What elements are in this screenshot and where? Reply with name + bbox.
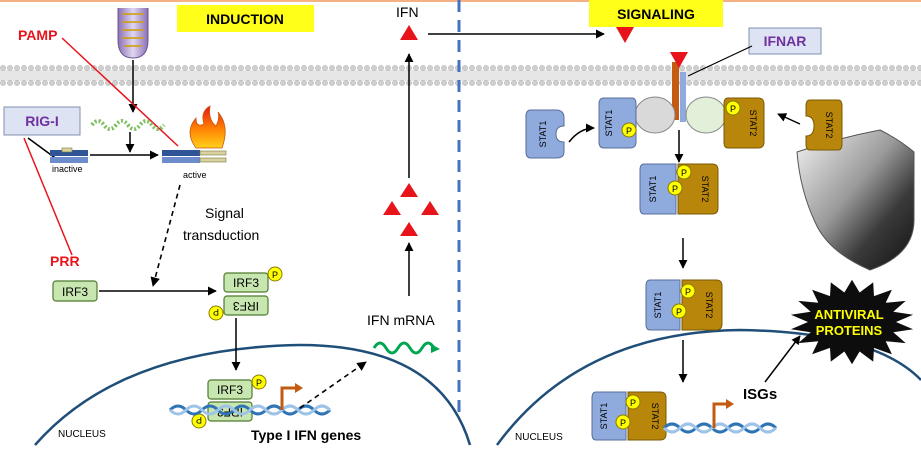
inactive-receptor (50, 147, 88, 163)
svg-text:STAT1: STAT1 (648, 176, 658, 203)
irf3-dimer-cytoplasm: IRF3 IRF3 P P (208, 266, 283, 321)
svg-text:IRF3: IRF3 (233, 276, 259, 290)
stat1-bound: STAT1 P (598, 97, 637, 149)
fire-icon (189, 105, 226, 149)
svg-text:IRF3: IRF3 (217, 383, 243, 397)
svg-text:P: P (620, 418, 626, 428)
ifnar-box (748, 27, 822, 55)
ifn-triangle-icon-bound (616, 27, 634, 43)
svg-text:STAT2: STAT2 (700, 176, 710, 203)
nucleus-right-label: NUCLEUS (515, 432, 563, 443)
stat-dimer-2: STAT1 STAT2 P P (645, 279, 723, 331)
promoter-arrow-icon-left (280, 386, 296, 410)
ifn-mrna-label: IFN mRNA (367, 312, 435, 328)
bacterium-icon (117, 8, 149, 59)
svg-text:STAT2: STAT2 (824, 112, 834, 139)
mrna-icon (372, 341, 436, 355)
signal-label-2: transduction (183, 227, 259, 243)
svg-text:P: P (685, 287, 691, 297)
dna-icon-right (662, 422, 778, 434)
svg-text:P: P (256, 378, 262, 388)
svg-text:P: P (196, 415, 202, 425)
svg-text:IRF3: IRF3 (233, 299, 259, 313)
svg-text:STAT1: STAT1 (599, 403, 609, 430)
svg-text:P: P (630, 398, 636, 408)
signaling-header-box (589, 0, 723, 27)
svg-text:PROTEINS: PROTEINS (816, 323, 883, 338)
svg-text:STAT1: STAT1 (604, 110, 614, 137)
ifn-triangle-icon-cluster (383, 183, 439, 236)
svg-text:STAT2: STAT2 (704, 292, 714, 319)
rig-i-label: RIG-I (25, 113, 58, 129)
stat-dimer-3: STAT1 STAT2 P P (591, 391, 667, 441)
svg-text:P: P (672, 184, 678, 194)
stat1-free: STAT1 (525, 109, 565, 159)
prr-label: PRR (50, 253, 80, 269)
stat2-free: STAT2 (805, 99, 843, 151)
rig-i-box (3, 106, 81, 136)
nucleus-left-label: NUCLEUS (58, 429, 106, 440)
svg-text:ANTIVIRAL: ANTIVIRAL (814, 307, 883, 322)
inactive-label: inactive (52, 164, 83, 174)
irf3-monomer (52, 280, 98, 302)
signal-label-1: Signal (205, 205, 244, 221)
svg-text:P: P (681, 168, 687, 178)
irf3-monomer-label: IRF3 (62, 285, 88, 299)
svg-text:STAT1: STAT1 (538, 121, 548, 148)
induction-header: INDUCTION (206, 11, 284, 27)
pamp-label: PAMP (18, 27, 57, 43)
svg-text:P: P (626, 126, 632, 136)
active-receptor (162, 150, 227, 163)
membrane-icon (0, 65, 921, 86)
ifn-triangle-icon (400, 25, 418, 40)
active-label: active (183, 170, 207, 180)
svg-text:P: P (213, 307, 219, 317)
induction-header-box (177, 5, 314, 32)
svg-text:STAT2: STAT2 (748, 110, 758, 137)
viral-rna-icon (90, 119, 166, 131)
isgs-label: ISGs (743, 386, 777, 403)
type1-ifn-genes-label: Type I IFN genes (251, 427, 361, 443)
svg-text:P: P (272, 270, 278, 280)
svg-text:P: P (676, 307, 682, 317)
promoter-arrow-icon-right (712, 402, 727, 428)
signaling-header: SIGNALING (617, 6, 695, 22)
svg-text:P: P (730, 104, 736, 114)
antiviral-proteins-burst: ANTIVIRAL PROTEINS (790, 279, 914, 365)
ifnar-receptor (634, 52, 727, 134)
stat2-bound: STAT2 P (723, 97, 765, 149)
ifnar-label: IFNAR (764, 33, 807, 49)
svg-text:STAT2: STAT2 (650, 403, 660, 430)
shield-icon (796, 129, 915, 271)
ifn-label: IFN (396, 4, 419, 20)
svg-text:STAT1: STAT1 (653, 292, 663, 319)
stat-dimer-1: STAT1 STAT2 P P (639, 163, 719, 215)
